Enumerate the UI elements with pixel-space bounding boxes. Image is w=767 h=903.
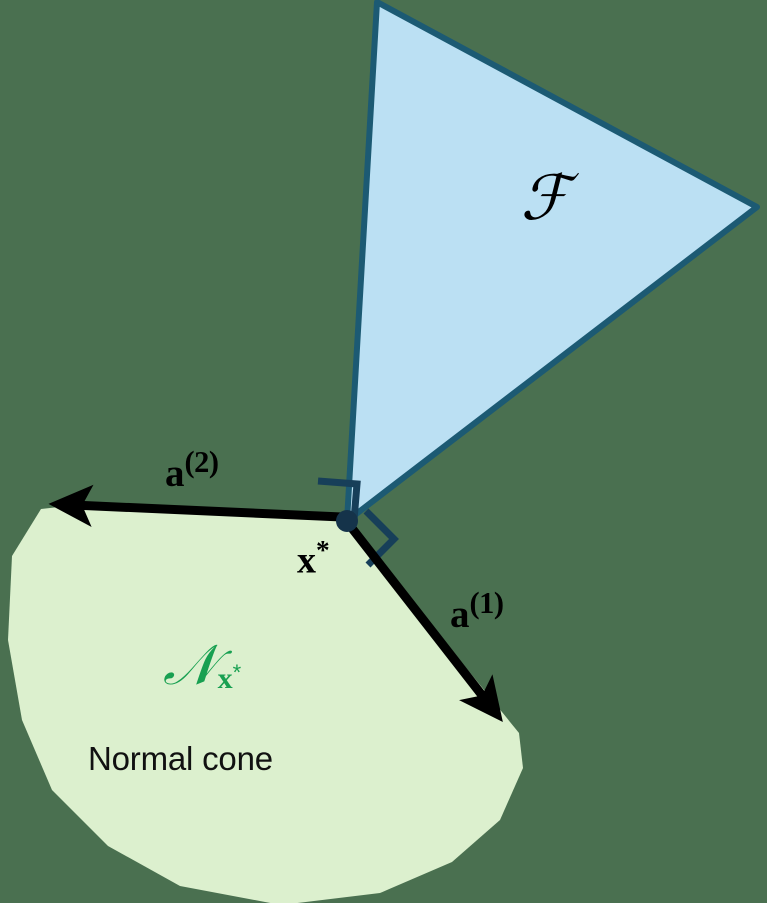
optimal-point-base: x [297,539,316,582]
right-angle-marker-left [317,477,361,521]
gradient-a2-label: a(2) [165,445,219,495]
normal-cone-region [8,503,523,903]
normal-cone-subscript-star: * [232,660,242,685]
gradient-a1-superscript: (1) [469,586,504,620]
gradient-a1-label: a(1) [450,586,504,636]
gradient-a2-base: a [165,452,185,495]
normal-cone-caption: Normal cone [88,740,273,777]
gradient-a1-base: a [450,593,470,636]
optimal-point-superscript: * [316,535,330,565]
optimal-vertex-dot [336,510,358,532]
feasible-region-label: ℱ [520,161,570,234]
feasible-region-polygon [344,0,760,524]
normal-cone-symbol-N: 𝒩 [163,633,217,698]
gradient-a2-superscript: (2) [184,445,219,479]
gradient-arrow-a1 [347,524,503,722]
optimal-point-label: x* [297,535,330,582]
normal-cone-subscript-x: x [217,662,233,696]
gradient-arrow-a2 [48,484,343,528]
normal-cone-symbol: 𝒩x* [163,638,241,694]
